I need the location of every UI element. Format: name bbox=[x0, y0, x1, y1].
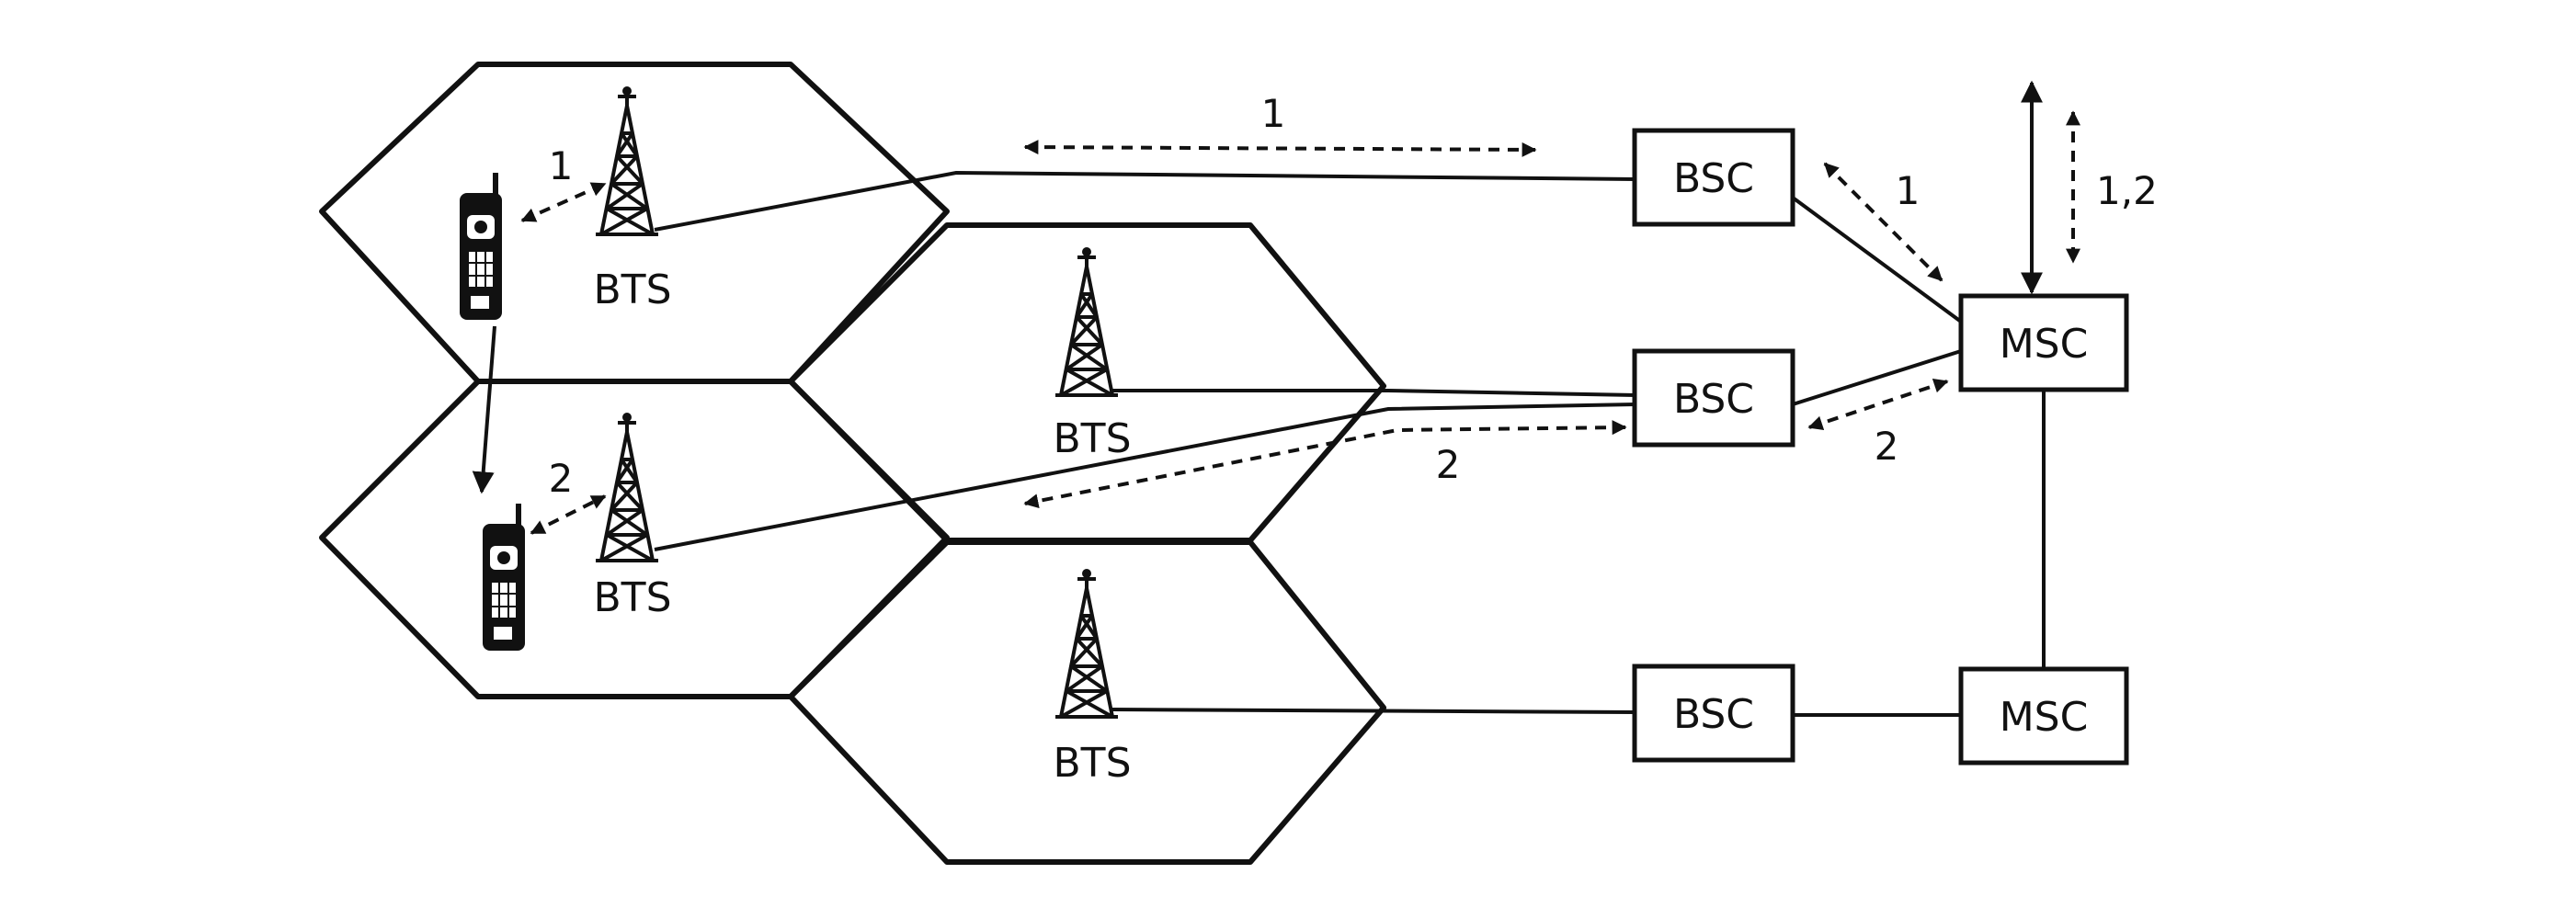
signal-label-1-right: 1 bbox=[1896, 168, 1921, 213]
link-bts2-bsc2 bbox=[654, 403, 1637, 551]
cell-top-right bbox=[788, 539, 1386, 865]
bsc-box-3: BSC bbox=[1632, 664, 1795, 763]
tower-icon-bottom bbox=[1054, 567, 1120, 719]
bsc-label-2: BSC bbox=[1673, 376, 1754, 423]
signal-label-2-right: 2 bbox=[1875, 424, 1899, 469]
bsc-label-3: BSC bbox=[1673, 691, 1754, 738]
bts-label-bottom: BTS bbox=[1054, 740, 1132, 787]
cell-middle-left bbox=[319, 379, 950, 699]
msc-path-label: 1,2 bbox=[2096, 168, 2158, 213]
bsc-label-1: BSC bbox=[1673, 155, 1754, 202]
tower-icon-cell-1 bbox=[594, 85, 660, 236]
signal-label-2-bottom: 2 bbox=[1436, 442, 1461, 487]
radio-label-2: 2 bbox=[549, 456, 574, 501]
bts-label-2: BTS bbox=[594, 574, 672, 621]
tower-icon-cell-2 bbox=[594, 411, 660, 562]
phone-icon-after-handover bbox=[482, 503, 526, 652]
msc-box-2: MSC bbox=[1958, 666, 2129, 766]
phone-icon-before-handover bbox=[459, 172, 503, 321]
tower-icon-center bbox=[1054, 245, 1120, 397]
msc-label-1: MSC bbox=[2000, 321, 2089, 368]
radio-label-1: 1 bbox=[549, 143, 574, 188]
movement-arrow bbox=[472, 325, 496, 494]
signal-path-1-bts-bsc bbox=[1023, 140, 1537, 157]
bts-label-1: BTS bbox=[594, 267, 672, 313]
signal-path-1-bsc-msc bbox=[1823, 162, 1943, 282]
link-btscenter-bsc2 bbox=[1111, 389, 1637, 397]
link-btsbottom-bsc3 bbox=[1110, 708, 1637, 714]
msc-box-1: MSC bbox=[1958, 293, 2129, 392]
msc-label-2: MSC bbox=[2000, 694, 2089, 741]
link-bsc2-msc1 bbox=[1792, 349, 1962, 406]
radio-link-2 bbox=[530, 494, 607, 535]
bsc-box-1: BSC bbox=[1632, 128, 1795, 227]
signal-label-1-top: 1 bbox=[1261, 91, 1286, 136]
radio-link-1 bbox=[520, 182, 607, 222]
bsc-box-2: BSC bbox=[1632, 348, 1795, 448]
signal-path-2-bsc-msc bbox=[1807, 378, 1949, 431]
bts-label-center: BTS bbox=[1054, 415, 1132, 462]
link-bsc1-msc1 bbox=[1791, 196, 1963, 323]
link-bts1-bsc1 bbox=[654, 170, 1637, 232]
